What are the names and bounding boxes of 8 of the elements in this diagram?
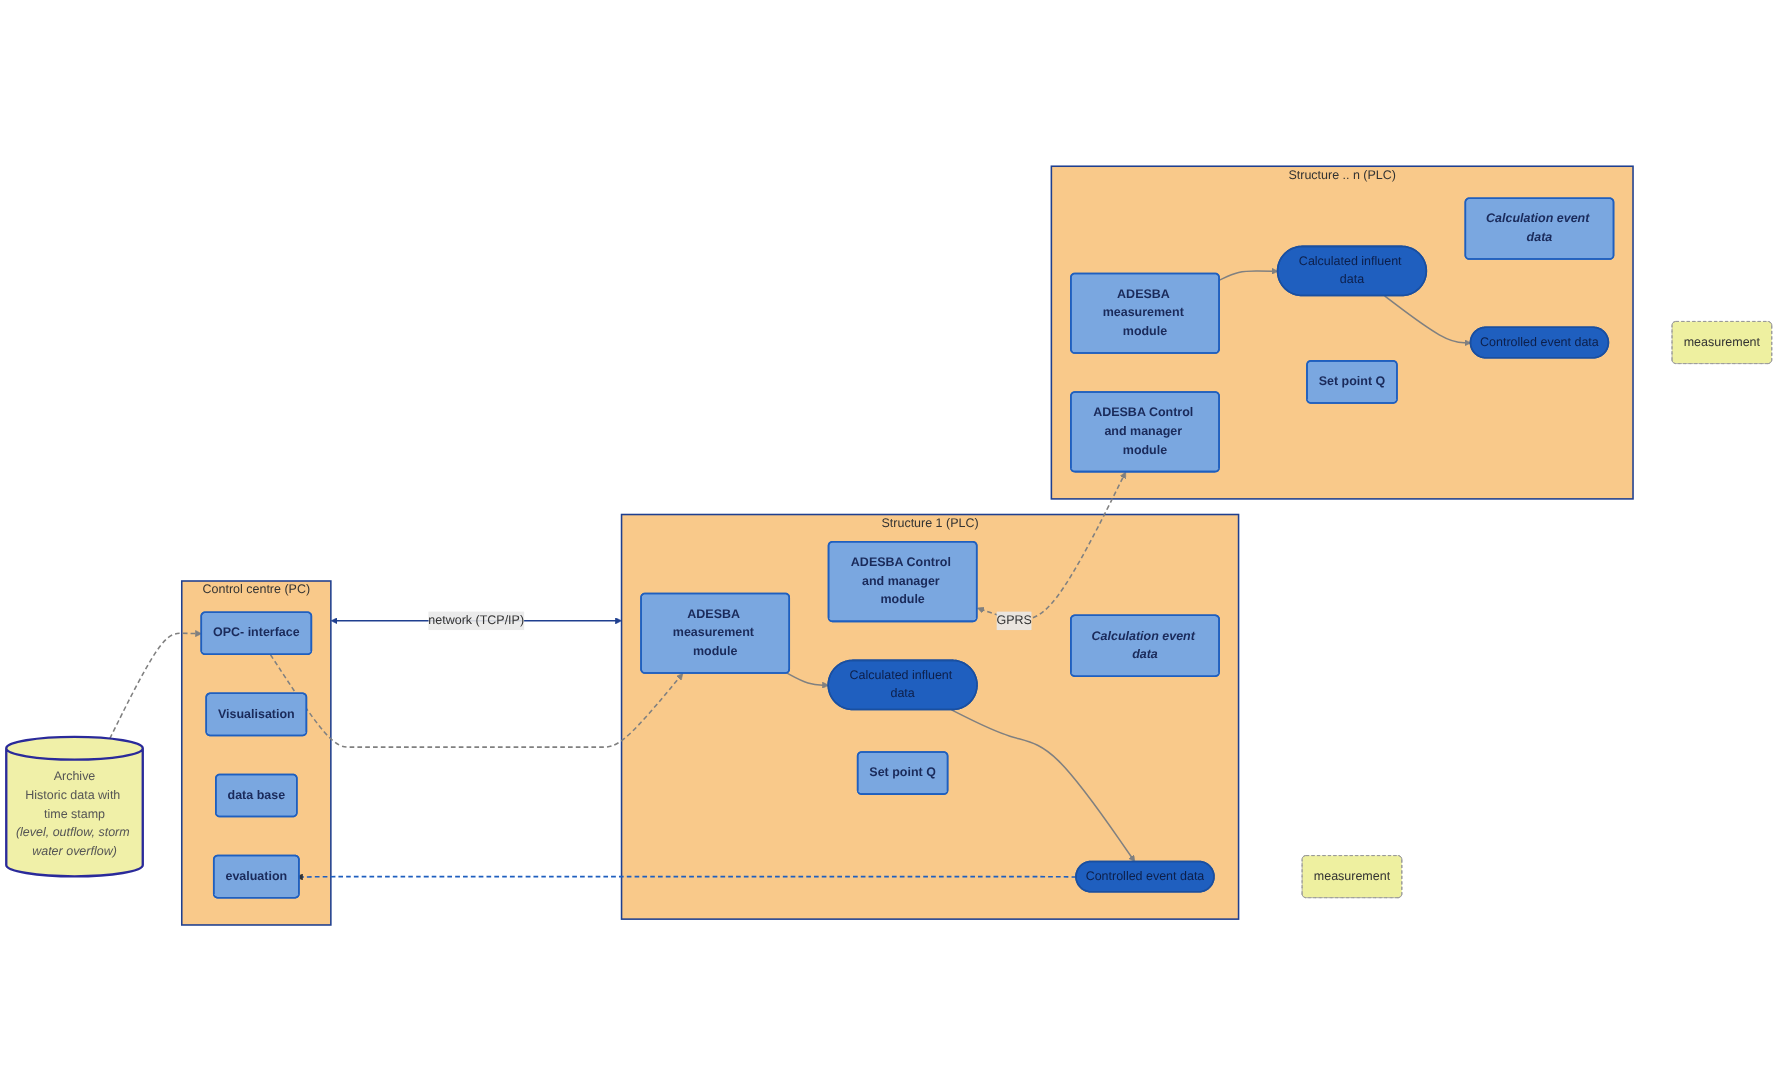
arrow [950, 708, 1136, 862]
arrow [977, 471, 1126, 620]
arrow [1218, 267, 1279, 281]
arrow [1383, 294, 1472, 346]
arrow [109, 629, 202, 739]
arrow [296, 872, 1078, 880]
arrow [786, 671, 829, 688]
arrow [269, 653, 684, 748]
